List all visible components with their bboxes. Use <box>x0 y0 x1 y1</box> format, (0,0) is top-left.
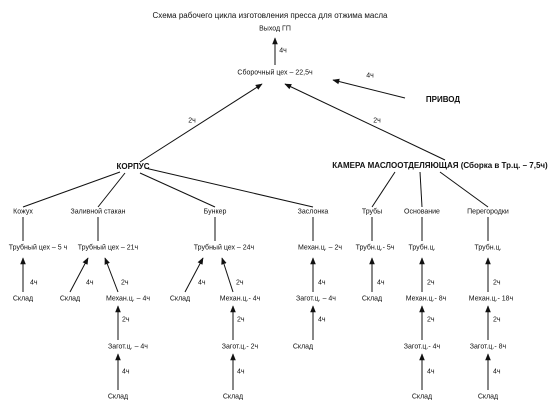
part-zaslonka: Заслонка <box>297 208 329 216</box>
op-osn-mech: Механ.ц.- 8ч <box>405 295 447 303</box>
arrow-bunker-sklad <box>184 257 204 293</box>
arrow-drive-to-assembly <box>332 78 406 99</box>
part-osnovanie: Основание <box>404 208 440 216</box>
line-chamber-per <box>439 171 489 208</box>
line-chamber-osn <box>419 171 423 208</box>
op-osn-zag: Загот.ц.- 4ч <box>403 343 441 351</box>
part-kozhuh: Кожух <box>13 208 33 216</box>
sklad-truby: Склад <box>361 295 383 303</box>
op-bunker-zag: Загот.ц.- 2ч <box>221 343 259 351</box>
part-peregorodki: Перегородки <box>467 208 509 216</box>
edge-label: 2ч <box>122 316 130 324</box>
line-body-kozhuh <box>22 171 121 208</box>
edge-label: 4ч <box>366 72 374 80</box>
drive-node: ПРИВОД <box>425 95 461 104</box>
edge-label: 2ч <box>493 316 501 324</box>
arrow-chamber-to-assembly <box>284 83 446 161</box>
op-per-mech: Механ.ц.- 18ч <box>468 295 514 303</box>
arrow-body-to-assembly <box>139 83 263 163</box>
edge-label: 4ч <box>279 47 287 55</box>
line-chamber-truby <box>371 171 396 208</box>
edge-label: 2ч <box>121 279 129 287</box>
assembly-node: Сборочный цех – 22,5ч <box>237 69 313 77</box>
op-bunker-tube: Трубный цех – 24ч <box>193 244 255 252</box>
op-kozhuh-tube: Трубный цех – 5 ч <box>8 244 68 252</box>
op-stakan-tube: Трубный цех – 21ч <box>77 244 139 252</box>
part-bunker: Бункер <box>203 208 227 216</box>
line-body-stakan <box>97 172 126 208</box>
edge-label: 2ч <box>237 316 245 324</box>
op-per-tube: Трубн.ц. <box>474 244 502 252</box>
edge-label: 4ч <box>377 279 385 287</box>
op-truby-tube: Трубн.ц.- 5ч <box>355 244 395 252</box>
sklad-stakan: Склад <box>59 295 81 303</box>
sklad-bunker: Склад <box>169 295 191 303</box>
sklad-kozhuh: Склад <box>12 295 34 303</box>
edge-label: 4ч <box>122 368 130 376</box>
edge-label: 2ч <box>493 279 501 287</box>
edge-label: 4ч <box>427 368 435 376</box>
arrow-bunker-mech <box>221 257 234 293</box>
diagram-title: Схема рабочего цикла изготовления пресса… <box>152 11 388 20</box>
edge-label: 2ч <box>188 117 196 125</box>
edge-label: 4ч <box>198 279 206 287</box>
sklad-stakan-bottom: Склад <box>107 393 129 401</box>
body-node: КОРПУС <box>116 162 150 171</box>
chamber-node: КАМЕРА МАСЛООТДЕЛЯЮЩАЯ (Сборка в Тр.ц. –… <box>332 161 548 170</box>
line-body-zaslonka <box>144 167 314 208</box>
op-stakan-mech: Механ.ц. – 4ч <box>105 295 151 303</box>
op-osn-tube: Трубн.ц. <box>408 244 436 252</box>
part-stakan: Заливной стакан <box>70 208 126 216</box>
edge-label: 4ч <box>493 368 501 376</box>
op-zaslonka-zag: Загот.ц. – 4ч <box>296 295 336 303</box>
op-zaslonka-mech: Механ.ц. – 2ч <box>297 244 343 252</box>
output-node: Выход ГП <box>259 25 291 33</box>
edge-label: 4ч <box>237 368 245 376</box>
arrow-stakan-mech <box>104 257 119 293</box>
edge-label: 2ч <box>373 117 381 125</box>
part-truby: Трубы <box>361 208 383 216</box>
op-bunker-mech: Механ.ц.- 4ч <box>219 295 261 303</box>
edge-label: 2ч <box>427 316 435 324</box>
sklad-bunker-bottom: Склад <box>222 393 244 401</box>
line-body-bunker <box>139 172 216 208</box>
sklad-osn-bottom: Склад <box>411 393 433 401</box>
sklad-zaslonka: Склад <box>292 343 314 351</box>
edge-label: 2ч <box>427 279 435 287</box>
sklad-per-bottom: Склад <box>477 393 499 401</box>
arrow-stakan-sklad <box>69 257 89 293</box>
edge-label: 4ч <box>86 279 94 287</box>
op-per-zag: Загот.ц.- 8ч <box>469 343 507 351</box>
edge-label: 2ч <box>236 279 244 287</box>
op-stakan-zag: Загот.ц. – 4ч <box>108 343 148 351</box>
edge-label: 4ч <box>318 316 326 324</box>
edge-label: 4ч <box>318 279 326 287</box>
edge-label: 4ч <box>30 279 38 287</box>
